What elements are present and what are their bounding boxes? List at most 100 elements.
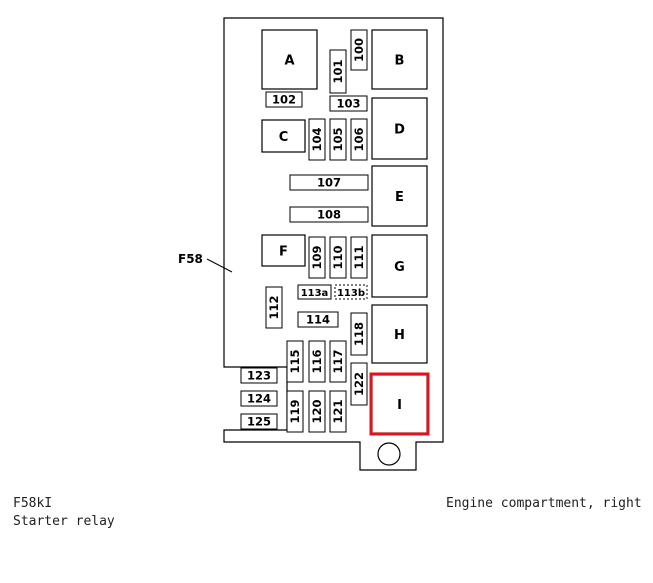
highlight-frame (369, 372, 430, 436)
fuse-label: 123 (247, 369, 271, 383)
fuse-113a: 113a (297, 284, 332, 300)
fuse-label: 109 (310, 245, 324, 269)
fuse-115: 115 (286, 340, 304, 383)
fuse-110: 110 (329, 236, 347, 279)
relay-label: F (279, 245, 288, 260)
fuse-label: 113b (337, 288, 365, 299)
mounting-hole (377, 442, 401, 466)
f58-pointer-line (206, 258, 233, 273)
relay-label: B (395, 54, 405, 69)
fuse-slot (240, 390, 278, 407)
fuse-slot (297, 284, 332, 300)
relay-f: F (261, 234, 306, 267)
fuse-slot (329, 236, 347, 279)
fuse-slot (240, 413, 278, 430)
fuse-slot (350, 362, 368, 406)
f58-pointer-label: F58 (178, 252, 203, 266)
fuse-124: 124 (240, 390, 278, 407)
fuse-112: 112 (265, 286, 283, 329)
fuse-label: 105 (331, 127, 345, 151)
fuse-122: 122 (350, 362, 368, 406)
relay-label: I (397, 398, 402, 413)
relay-label: H (394, 328, 405, 343)
fuse-label: 111 (352, 245, 366, 269)
fuse-100: 100 (350, 29, 368, 71)
fuse-116: 116 (308, 340, 326, 383)
fuse-label: 124 (247, 392, 271, 406)
fuse-109: 109 (308, 236, 326, 279)
fuse-102: 102 (265, 91, 303, 108)
component-description: Starter relay (13, 514, 115, 529)
relay-box (371, 29, 428, 90)
fuse-slot (308, 118, 326, 161)
fuses: 100 101 102 103 104 105 106 107 108 109 110 111 112 1… (240, 29, 369, 433)
relay-box (261, 119, 306, 153)
relay-c: C (261, 119, 306, 153)
fuse-label: 102 (272, 93, 296, 107)
fuse-label: 106 (352, 127, 366, 151)
fuse-108: 108 (289, 206, 369, 223)
relay-h: H (371, 304, 428, 364)
fuse-slot (350, 118, 368, 161)
fuse-113b: 113b (334, 284, 368, 300)
relay-label: C (279, 130, 289, 145)
fuse-label: 108 (317, 208, 341, 222)
fuse-label: 104 (310, 127, 324, 151)
fuse-slot (329, 95, 368, 112)
fuse-119: 119 (286, 390, 304, 433)
fuse-label: 122 (352, 372, 366, 396)
fuse-slot (350, 29, 368, 71)
fuse-slot (265, 91, 303, 108)
fuse-label: 116 (310, 349, 324, 373)
fuse-123: 123 (240, 367, 278, 384)
fuse-label: 115 (288, 349, 302, 373)
fuse-107: 107 (289, 174, 369, 191)
relay-label: A (284, 54, 294, 69)
fuse-label: 121 (331, 399, 345, 423)
relay-d: D (371, 97, 428, 160)
relay-box (371, 304, 428, 364)
fuse-slot (265, 286, 283, 329)
relay-box (261, 234, 306, 267)
fuse-slot (329, 49, 347, 94)
fuse-slot (329, 118, 347, 161)
fuse-118: 118 (350, 312, 368, 356)
fuse-label: 103 (336, 97, 360, 111)
fuse-label: 100 (352, 38, 366, 62)
fuse-slot (350, 236, 368, 279)
fuse-101: 101 (329, 49, 347, 94)
fuse-slot (308, 390, 326, 433)
fuse-slot (297, 311, 339, 328)
fuse-120: 120 (308, 390, 326, 433)
fuse-slot (329, 340, 347, 383)
relay-box (261, 29, 318, 90)
fuse-label: 112 (267, 295, 281, 319)
caption-location: Engine compartment, right (446, 495, 642, 513)
relay-label: D (394, 123, 405, 138)
fuse-label: 120 (310, 399, 324, 423)
relay-i: I (369, 372, 430, 436)
fuse-slot (350, 312, 368, 356)
relay-box (371, 97, 428, 160)
fuse-117: 117 (329, 340, 347, 383)
fuse-label: 110 (331, 245, 345, 269)
fuse-106: 106 (350, 118, 368, 161)
relay-a: A (261, 29, 318, 90)
fuse-slot (240, 367, 278, 384)
relay-box (371, 234, 428, 298)
fuse-slot (286, 390, 304, 433)
relay-box (371, 165, 428, 227)
fuse-slot (308, 236, 326, 279)
fuse-slot (308, 340, 326, 383)
fuse-label: 114 (306, 313, 330, 327)
fuse-111: 111 (350, 236, 368, 279)
fuse-label: 117 (331, 349, 345, 373)
fuse-114: 114 (297, 311, 339, 328)
location-text: Engine compartment, right (446, 496, 642, 511)
fuse-label: 118 (352, 322, 366, 346)
fuse-slot (289, 206, 369, 223)
relay-label: G (394, 260, 405, 275)
fuse-label: 107 (317, 176, 341, 190)
